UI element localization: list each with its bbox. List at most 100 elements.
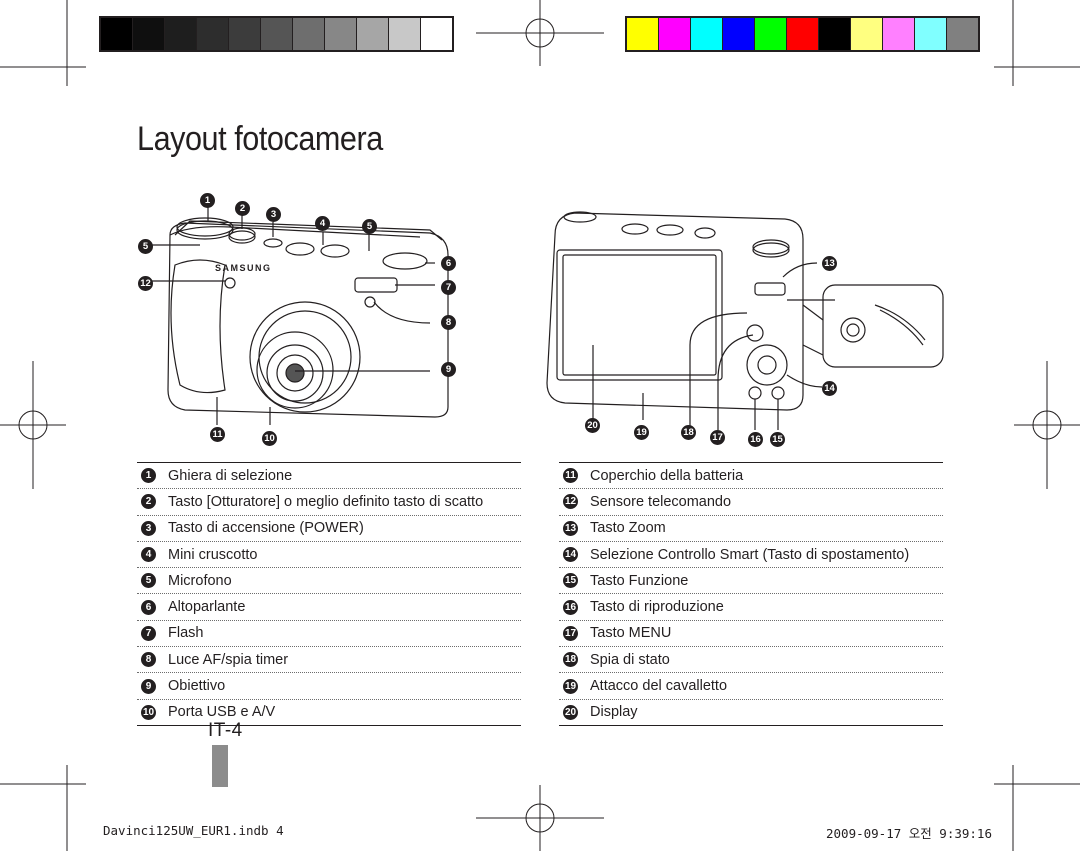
legend-label: Tasto Zoom <box>590 520 666 537</box>
gray-swatch <box>325 18 357 50</box>
legend-label: Altoparlante <box>168 599 246 616</box>
legend-number-badge: 11 <box>563 468 578 484</box>
gray-swatch <box>165 18 197 50</box>
legend-label: Ghiera di selezione <box>168 467 293 484</box>
legend-label: Tasto MENU <box>590 625 672 642</box>
legend-number-badge: 19 <box>563 678 578 694</box>
gray-swatch <box>261 18 293 50</box>
legend-label: Tasto di accensione (POWER) <box>168 520 364 537</box>
gray-swatch <box>421 18 452 50</box>
color-swatch <box>915 18 947 50</box>
legend-label: Tasto [Otturatore] o meglio definito tas… <box>168 493 484 510</box>
callout-7: 7 <box>441 280 456 295</box>
legend-number-badge: 5 <box>141 573 156 589</box>
color-swatch <box>851 18 883 50</box>
legend-label: Display <box>590 704 638 721</box>
legend-row: 6 Altoparlante <box>137 594 521 621</box>
page-number: IT-4 <box>208 720 243 741</box>
callout-12: 12 <box>138 276 153 291</box>
legend-number-badge: 8 <box>141 652 156 668</box>
callout-11: 11 <box>210 427 225 442</box>
legend-number-badge: 10 <box>141 704 156 720</box>
legend-number-badge: 9 <box>141 678 156 694</box>
brand-logo: SAMSUNG <box>215 263 272 273</box>
callout-19: 19 <box>634 425 649 440</box>
camera-back-illustration <box>546 211 944 430</box>
legend-number-badge: 2 <box>141 494 156 510</box>
legend-number-badge: 7 <box>141 625 156 641</box>
legend-number-badge: 13 <box>563 520 578 536</box>
callout-4: 4 <box>315 216 330 231</box>
legend-label: Tasto Funzione <box>590 572 689 589</box>
gray-swatch <box>229 18 261 50</box>
color-swatch <box>819 18 851 50</box>
callout-3: 3 <box>266 207 281 222</box>
legend-row: 16 Tasto di riproduzione <box>559 594 943 621</box>
camera-front-illustration: SAMSUNG <box>150 199 449 425</box>
legend-number-badge: 17 <box>563 625 578 641</box>
legend-number-badge: 18 <box>563 652 578 668</box>
gray-swatch <box>101 18 133 50</box>
legend-row: 5 Microfono <box>137 568 521 595</box>
gray-calibration-bar <box>99 16 454 52</box>
legend-row: 19 Attacco del cavalletto <box>559 673 943 700</box>
gray-swatch <box>133 18 165 50</box>
legend-label: Flash <box>168 625 204 642</box>
legend-number-badge: 14 <box>563 547 578 563</box>
legend-row: 17 Tasto MENU <box>559 621 943 648</box>
legend-number-badge: 4 <box>141 547 156 563</box>
callout-2: 2 <box>235 201 250 216</box>
legend-number-badge: 12 <box>563 494 578 510</box>
legend-label: Microfono <box>168 572 232 589</box>
callout-13: 13 <box>822 256 837 271</box>
callout-14: 14 <box>822 381 837 396</box>
legend-row: 4 Mini cruscotto <box>137 542 521 569</box>
legend-label: Obiettivo <box>168 678 226 695</box>
legend-label: Mini cruscotto <box>168 546 258 563</box>
section-tab <box>212 745 228 787</box>
legend-row: 10 Porta USB e A/V <box>137 700 521 726</box>
color-swatch <box>787 18 819 50</box>
color-swatch <box>883 18 915 50</box>
callout-5b: 5 <box>138 239 153 254</box>
legend-label: Spia di stato <box>590 651 670 668</box>
legend-row: 3 Tasto di accensione (POWER) <box>137 516 521 542</box>
legend-number-badge: 6 <box>141 599 156 615</box>
legend-label: Tasto di riproduzione <box>590 599 724 616</box>
legend-row: 14 Selezione Controllo Smart (Tasto di sp… <box>559 542 943 569</box>
callout-18: 18 <box>681 425 696 440</box>
legend-number-badge: 3 <box>141 520 156 536</box>
color-swatch <box>627 18 659 50</box>
legend-row: 2 Tasto [Otturatore] o meglio definito ta… <box>137 489 521 516</box>
callout-20: 20 <box>585 418 600 433</box>
page-title: Layout fotocamera <box>137 120 383 158</box>
color-swatch <box>755 18 787 50</box>
legend-number-badge: 16 <box>563 599 578 615</box>
legend-number-badge: 20 <box>563 704 578 720</box>
legend-label: Sensore telecomando <box>590 493 732 510</box>
footer-file-info: Davinci125UW_EUR1.indb 4 <box>103 823 284 838</box>
legend-label: Selezione Controllo Smart (Tasto di spos… <box>590 546 910 563</box>
callout-16: 16 <box>748 432 763 447</box>
callout-5: 5 <box>362 219 377 234</box>
callout-1: 1 <box>200 193 215 208</box>
gray-swatch <box>389 18 421 50</box>
legend-label: Attacco del cavalletto <box>590 678 728 695</box>
color-swatch <box>947 18 978 50</box>
legend-row: 20 Display <box>559 700 943 726</box>
callout-10: 10 <box>262 431 277 446</box>
color-swatch <box>723 18 755 50</box>
callout-15: 15 <box>770 432 785 447</box>
callout-9: 9 <box>441 362 456 377</box>
footer-timestamp: 2009-09-17 오전 9:39:16 <box>826 826 992 841</box>
legend-row: 12 Sensore telecomando <box>559 489 943 516</box>
color-calibration-bar <box>625 16 980 52</box>
gray-swatch <box>357 18 389 50</box>
legend-label: Porta USB e A/V <box>168 704 276 721</box>
